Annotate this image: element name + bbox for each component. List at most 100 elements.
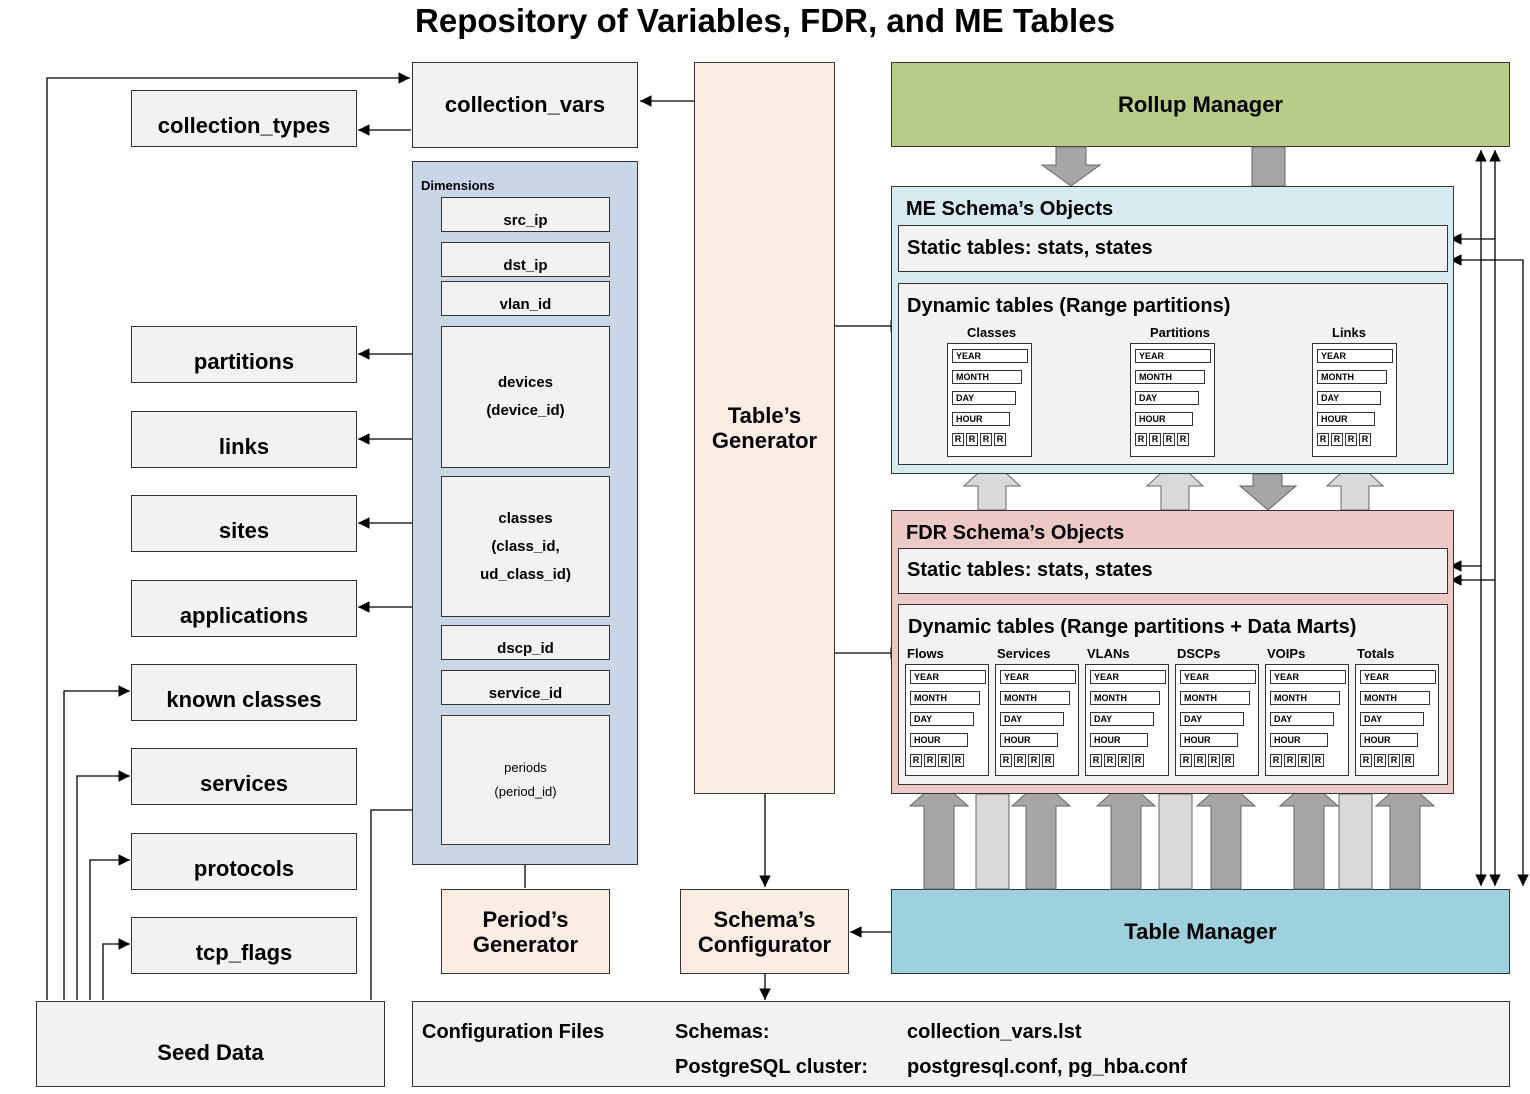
rollup-manager-label: Rollup Manager (1117, 91, 1283, 117)
fdr-to-tm-bar-1 (975, 793, 1010, 890)
tm-to-flows-arrow (908, 779, 970, 890)
protocols-box: protocols (131, 833, 357, 890)
known-classes-label: known classes (166, 686, 322, 712)
rollup-manager-box: Rollup Manager (891, 62, 1510, 147)
partition-row-month: MONTH (1360, 691, 1430, 705)
partition-row-year: YEAR (1317, 349, 1393, 363)
partition-cell: R (1000, 754, 1012, 767)
partition-row-day: DAY (1135, 391, 1199, 405)
tm-to-vlans-arrow (1095, 779, 1157, 890)
partition-cell: R (1402, 754, 1414, 767)
fdr-table-name-flows: Flows (907, 646, 944, 661)
fdr-table-name-vlans: VLANs (1087, 646, 1130, 661)
me-to-fdr-arrow (1238, 473, 1298, 511)
tm-to-dscps-arrow (1195, 779, 1257, 890)
partition-row-hour: HOUR (952, 412, 1010, 426)
partition-cell: R (924, 754, 936, 767)
partition-row-year: YEAR (1000, 670, 1076, 684)
partition-cell: R (1028, 754, 1040, 767)
table-manager-box: Table Manager (891, 889, 1510, 974)
fdr-to-tm-bar-3 (1338, 793, 1373, 890)
partition-row-month: MONTH (1270, 691, 1340, 705)
partition-cell: R (994, 433, 1006, 446)
partition-cell: R (1270, 754, 1282, 767)
me-table-name-links: Links (1332, 325, 1366, 340)
partition-row-hour: HOUR (910, 733, 968, 747)
partition-row-day: DAY (952, 391, 1016, 405)
schemas-label: Schemas: (675, 1021, 770, 1043)
schemas-value: collection_vars.lst (907, 1021, 1082, 1043)
diagram-title: Repository of Variables, FDR, and ME Tab… (415, 2, 1115, 39)
partition-row-month: MONTH (1135, 370, 1205, 384)
services-label: services (199, 770, 289, 796)
partition-cell: R (1284, 754, 1296, 767)
partitions-box: partitions (131, 326, 357, 383)
partition-row-month: MONTH (952, 370, 1022, 384)
partition-cell: R (980, 433, 992, 446)
partition-cell: R (1194, 754, 1206, 767)
partition-cell: R (1014, 754, 1026, 767)
partition-row-year: YEAR (1270, 670, 1346, 684)
service-id-box: service_id (441, 670, 610, 705)
class-id-label: (class_id, (491, 537, 560, 555)
fdr-table-name-totals: Totals (1357, 646, 1395, 661)
links-box: links (131, 411, 357, 468)
partition-cell: R (1345, 433, 1357, 446)
sites-label: sites (218, 517, 270, 543)
dscp-id-label: dscp_id (497, 640, 554, 657)
device-id-label: (device_id) (486, 402, 565, 419)
partition-row-day: DAY (910, 712, 974, 726)
collection-types-box: collection_types (131, 90, 357, 147)
service-id-label: service_id (488, 685, 563, 702)
collection-vars-label: collection_vars (444, 92, 606, 117)
cluster-value: postgresql.conf, pg_hba.conf (907, 1056, 1188, 1078)
partition-cell: R (910, 754, 922, 767)
partition-row-month: MONTH (1180, 691, 1250, 705)
partitions-label: partitions (193, 348, 295, 374)
period-id-label: (period_id) (494, 784, 557, 799)
me-table-name-classes: Classes (967, 325, 1017, 340)
sites-box: sites (131, 495, 357, 552)
me-to-rollup-bar (1251, 146, 1286, 187)
partition-row-day: DAY (1000, 712, 1064, 726)
links-label: links (218, 433, 270, 459)
src-ip-box: src_ip (441, 197, 610, 232)
devices-label: devices (497, 374, 554, 391)
vlan-id-label: vlan_id (499, 296, 552, 313)
partition-cell: R (1298, 754, 1310, 767)
partition-row-month: MONTH (910, 691, 980, 705)
collection-vars-box: collection_vars (412, 62, 638, 148)
known-classes-box: known classes (131, 664, 357, 721)
table-manager-label: Table Manager (1124, 918, 1277, 944)
me-schema-title: ME Schema’s Objects (906, 198, 1114, 220)
partition-cell: R (952, 754, 964, 767)
partition-row-month: MONTH (1000, 691, 1070, 705)
partition-row-year: YEAR (1360, 670, 1436, 684)
tables-generator-line1: Table’s (727, 403, 802, 428)
ud-class-id-label: ud_class_id) (480, 565, 571, 583)
tm-to-totals-arrow (1374, 779, 1436, 890)
partition-cell: R (1104, 754, 1116, 767)
partition-row-day: DAY (1270, 712, 1334, 726)
periods-label: periods (504, 760, 547, 775)
partition-cell: R (1312, 754, 1324, 767)
partition-row-hour: HOUR (1135, 412, 1193, 426)
me-static-tables: Static tables: stats, states (898, 225, 1448, 272)
periods-generator-box: Period’s Generator (441, 889, 610, 974)
tcp-flags-box: tcp_flags (131, 917, 357, 974)
fdr-dynamic-tables-label: Dynamic tables (Range partitions + Data … (908, 616, 1357, 638)
fdr-static-tables: Static tables: stats, states (898, 548, 1448, 594)
fdr-schema-title: FDR Schema’s Objects (906, 522, 1125, 544)
fdr-table-name-dscps: DSCPs (1177, 646, 1221, 661)
partition-cell: R (1317, 433, 1329, 446)
partition-row-hour: HOUR (1000, 733, 1058, 747)
dimensions-label: Dimensions (421, 178, 495, 193)
me-static-tables-label: Static tables: stats, states (907, 237, 1153, 259)
